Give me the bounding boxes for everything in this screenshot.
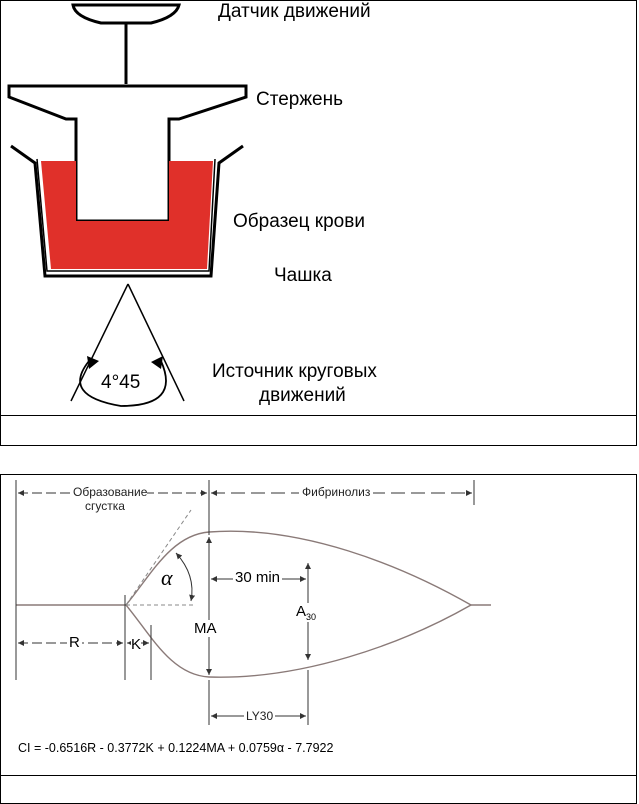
label-r: R xyxy=(67,634,82,651)
label-a30-sub: 30 xyxy=(306,612,317,622)
label-a30: A30 xyxy=(296,603,317,622)
label-clot-line2: сгустка xyxy=(85,499,125,513)
label-cup: Чашка xyxy=(274,265,332,286)
label-rod: Стержень xyxy=(256,89,344,110)
motion-sensor-shape xyxy=(71,3,181,25)
label-source-line2: движений xyxy=(259,385,346,406)
teg-curve-chart xyxy=(15,480,491,725)
label-source-line1: Источник круговых xyxy=(212,361,377,382)
teg-lower-curve xyxy=(125,604,472,678)
label-k: K xyxy=(131,636,142,653)
label-motion-sensor: Датчик движений xyxy=(218,1,371,22)
alpha-tangent-dashed xyxy=(125,509,192,606)
label-ly30: LY30 xyxy=(244,709,276,723)
label-fibrinolysis: Фибринолиз xyxy=(299,485,374,499)
cone-right-line xyxy=(127,283,185,402)
alpha-arc xyxy=(175,552,196,602)
label-angle: 4°45 xyxy=(101,372,141,393)
arc-arrow-right xyxy=(151,356,163,369)
label-blood-sample: Образец крови xyxy=(233,211,365,232)
thromboelastograph-schematic xyxy=(7,3,248,407)
oscillation-arc xyxy=(79,360,167,407)
label-alpha: α xyxy=(161,565,173,590)
top-caption-row xyxy=(0,415,637,446)
label-ma: MA xyxy=(194,620,217,637)
label-thirty-min: 30 min xyxy=(233,569,283,586)
blood-sample-fill xyxy=(41,161,213,269)
teg-curve-panel: Образование сгустка Фибринолиз α 30 min … xyxy=(0,474,637,776)
teg-upper-curve xyxy=(125,530,472,606)
label-clot-line1: Образование xyxy=(73,485,148,499)
cup-outline xyxy=(10,144,244,278)
bottom-caption-row xyxy=(0,775,637,804)
thromboelastograph-diagram-panel: Датчик движений Стержень Образец крови Ч… xyxy=(0,0,637,416)
arc-arrow-left xyxy=(87,356,99,369)
ci-formula: CI = -0.6516R - 0.3772K + 0.1224MA + 0.0… xyxy=(18,741,334,755)
cup-inner-line xyxy=(36,158,216,272)
label-a30-main: A xyxy=(296,603,307,620)
